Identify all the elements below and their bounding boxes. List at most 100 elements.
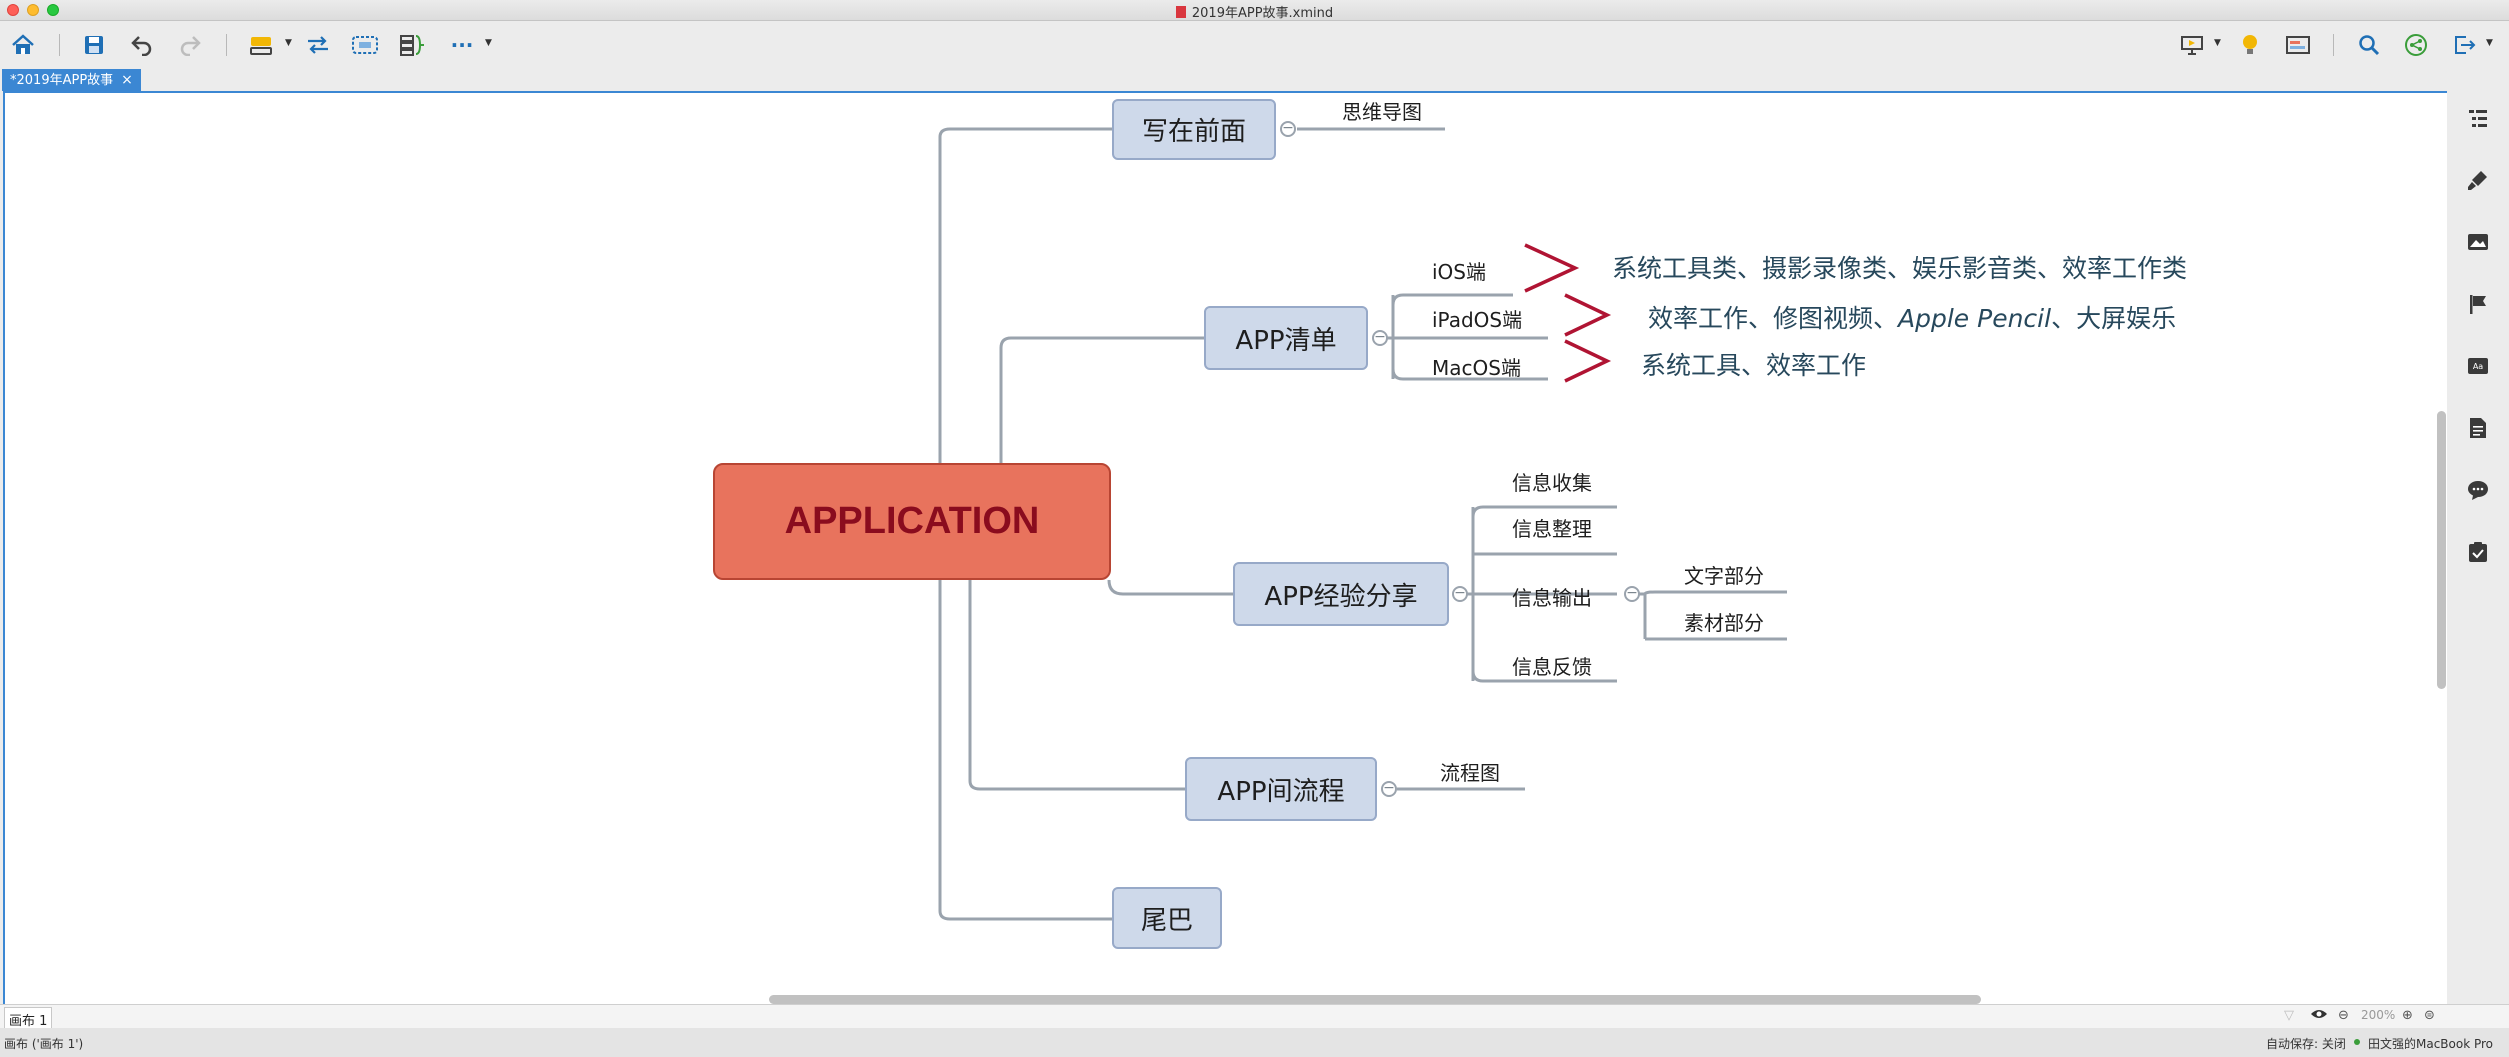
status-bar: 画布 ('画布 1') 自动保存: 关闭 田文强的MacBook Pro	[0, 1028, 2509, 1057]
boundary-icon[interactable]	[351, 31, 379, 59]
right-sidebar: Aa	[2447, 91, 2509, 1004]
mind-map-canvas[interactable]: APPLICATION 写在前面 APP清单 APP经验分享 APP间流程 尾巴…	[3, 91, 2450, 1008]
zoom-in-icon[interactable]: ⊕	[2402, 1008, 2413, 1023]
home-icon[interactable]	[9, 31, 37, 59]
collapse-app-list-button[interactable]: −	[1372, 330, 1388, 346]
eye-icon[interactable]	[2310, 1008, 2328, 1024]
connector-app-share-subs	[1467, 505, 1617, 683]
brace-ipados	[1564, 293, 1612, 337]
toolbar: ▼ ··· ▼ ▼ ▼	[0, 21, 2509, 70]
notes-icon[interactable]	[2463, 413, 2493, 443]
minimize-window-button[interactable]	[27, 4, 39, 16]
style-brush-icon[interactable]	[2463, 165, 2493, 195]
horizontal-scrollbar[interactable]	[769, 995, 1981, 1004]
toolbar-separator	[226, 34, 227, 56]
svg-text:Aa: Aa	[2473, 362, 2483, 371]
insert-topic-icon[interactable]	[248, 31, 276, 59]
window-title: 2019年APP故事.xmind	[0, 2, 2509, 21]
subtopic-info-collect[interactable]: 信息收集	[1512, 471, 1592, 495]
collapse-intro-button[interactable]: −	[1280, 121, 1296, 137]
subtopic-ipados[interactable]: iPadOS端	[1432, 308, 1523, 332]
topic-intro[interactable]: 写在前面	[1112, 99, 1276, 160]
brace-macos	[1564, 339, 1612, 383]
vertical-scrollbar[interactable]	[2437, 411, 2446, 689]
subtopic-info-output[interactable]: 信息输出	[1512, 586, 1592, 610]
undo-icon[interactable]	[128, 31, 156, 59]
subtopic-info-feedback[interactable]: 信息反馈	[1512, 655, 1592, 679]
export-icon[interactable]	[2450, 31, 2478, 59]
connector-info-output-subs	[1639, 590, 1787, 641]
topic-app-flow[interactable]: APP间流程	[1185, 757, 1377, 821]
zoom-menu-icon[interactable]: ⊜	[2424, 1008, 2435, 1023]
outline-icon[interactable]	[2284, 31, 2312, 59]
save-icon[interactable]	[80, 31, 108, 59]
topic-app-list[interactable]: APP清单	[1204, 306, 1368, 370]
share-icon[interactable]	[2402, 31, 2430, 59]
presentation-dropdown-icon[interactable]: ▼	[2214, 38, 2221, 48]
document-tab-strip: *2019年APP故事 ×	[0, 69, 2509, 91]
subtopic-text-part[interactable]: 文字部分	[1684, 564, 1764, 588]
relationship-icon[interactable]	[304, 31, 332, 59]
comments-icon[interactable]	[2463, 475, 2493, 505]
summary-macos[interactable]: 系统工具、效率工作	[1641, 351, 1867, 380]
brace-ios	[1524, 243, 1580, 293]
search-icon[interactable]	[2355, 31, 2383, 59]
export-dropdown-icon[interactable]: ▼	[2486, 38, 2493, 48]
more-dropdown-icon[interactable]: ▼	[485, 38, 492, 48]
presentation-icon[interactable]	[2178, 31, 2206, 59]
zoom-out-icon[interactable]: ⊖	[2338, 1008, 2349, 1023]
central-topic[interactable]: APPLICATION	[713, 463, 1111, 580]
marker-flag-icon[interactable]	[2463, 289, 2493, 319]
xmind-document-icon	[1175, 6, 1186, 18]
image-icon[interactable]	[2463, 227, 2493, 257]
device-name: 田文强的MacBook Pro	[2368, 1037, 2494, 1051]
sheet-bar: 画布 1	[0, 1004, 2509, 1032]
tab-document[interactable]: *2019年APP故事 ×	[2, 69, 141, 91]
status-sheet-info: 画布 ('画布 1')	[4, 1037, 84, 1051]
title-bar: 2019年APP故事.xmind	[0, 0, 2509, 21]
connector-tail	[938, 580, 1112, 921]
autosave-status[interactable]: 自动保存: 关闭	[2266, 1037, 2346, 1051]
subtopic-flowchart[interactable]: 流程图	[1440, 761, 1500, 785]
collapse-app-flow-button[interactable]: −	[1381, 781, 1397, 797]
close-tab-icon[interactable]: ×	[121, 72, 133, 88]
subtopic-ios[interactable]: iOS端	[1432, 260, 1486, 284]
toolbar-separator	[2333, 34, 2334, 56]
subtopic-macos[interactable]: MacOS端	[1432, 356, 1521, 380]
tab-label: *2019年APP故事	[10, 73, 114, 88]
online-status-icon	[2354, 1039, 2360, 1045]
collapse-info-output-button[interactable]: −	[1624, 586, 1640, 602]
topic-tail[interactable]: 尾巴	[1112, 887, 1222, 949]
summary-ios[interactable]: 系统工具类、摄影录像类、娱乐影音类、效率工作类	[1612, 254, 2188, 283]
insert-topic-dropdown-icon[interactable]: ▼	[285, 38, 292, 48]
connector-app-list	[999, 336, 1204, 463]
subtopic-info-organize[interactable]: 信息整理	[1512, 517, 1592, 541]
summary-icon[interactable]	[398, 31, 426, 59]
summary-ipados-apple-pencil: Apple Pencil	[1898, 304, 2052, 333]
close-window-button[interactable]	[7, 4, 19, 16]
sheet-tab[interactable]: 画布 1	[4, 1007, 53, 1032]
redo-icon[interactable]	[176, 31, 204, 59]
connector-app-flow	[968, 580, 1185, 791]
more-icon[interactable]: ···	[450, 33, 474, 57]
subtopic-mindmap[interactable]: 思维导图	[1342, 100, 1422, 124]
connector-app-list-subs	[1385, 293, 1548, 381]
filter-icon[interactable]: ▽	[2284, 1008, 2294, 1023]
lightbulb-icon[interactable]	[2236, 31, 2264, 59]
format-icon[interactable]	[2463, 103, 2493, 133]
mind-map-connectors	[938, 127, 1787, 921]
connector-app-share	[1107, 579, 1233, 596]
connector-intro	[938, 127, 1112, 463]
zoom-level: 200%	[2361, 1008, 2396, 1022]
label-icon[interactable]: Aa	[2463, 351, 2493, 381]
summary-ipados-part3: 、大屏娱乐	[2051, 304, 2177, 333]
zoom-window-button[interactable]	[47, 4, 59, 16]
collapse-app-share-button[interactable]: −	[1452, 586, 1468, 602]
window-title-text: 2019年APP故事.xmind	[1191, 6, 1334, 21]
task-icon[interactable]	[2463, 537, 2493, 567]
summary-ipados[interactable]: 效率工作、修图视频、Apple Pencil、大屏娱乐	[1648, 299, 2176, 335]
toolbar-separator	[59, 34, 60, 56]
topic-app-share[interactable]: APP经验分享	[1233, 562, 1449, 626]
subtopic-material-part[interactable]: 素材部分	[1684, 611, 1764, 635]
summary-ipados-part1: 效率工作、修图视频、	[1648, 304, 1899, 333]
